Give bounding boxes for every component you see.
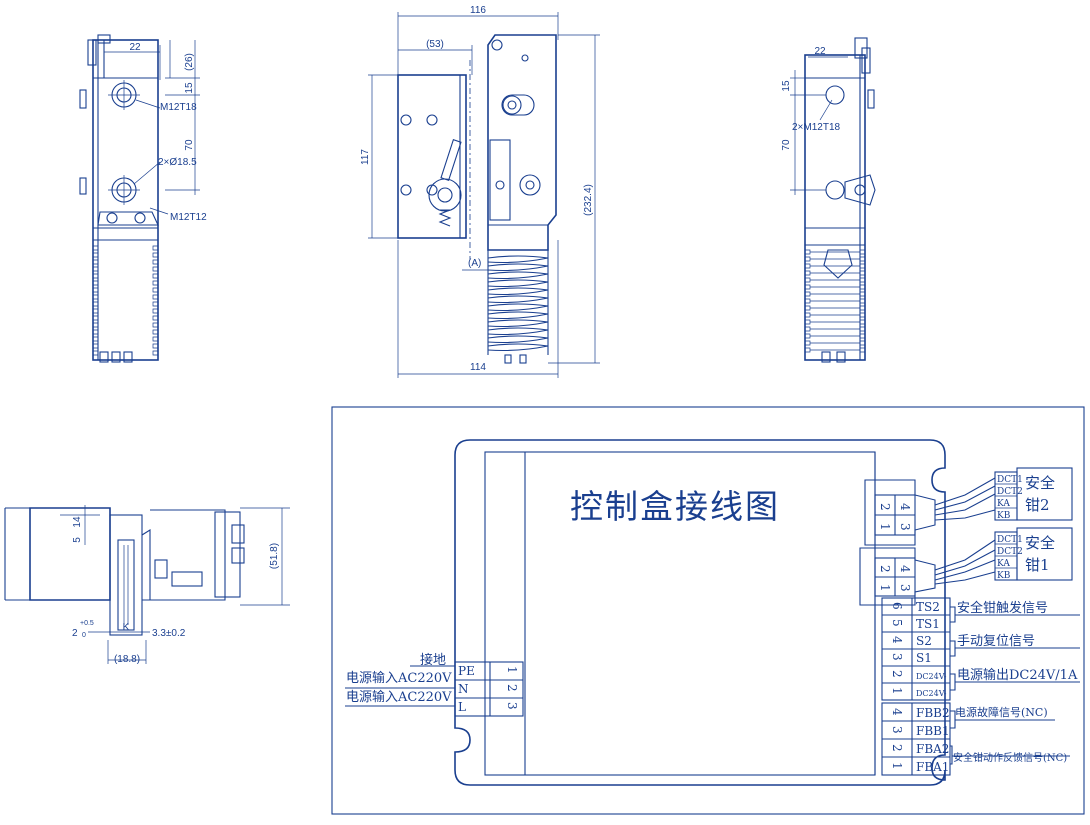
sg1-pin-dct2: DCT2 <box>997 547 1023 557</box>
bottom-dim-5: 5 <box>72 537 83 543</box>
wiring-frame <box>331 406 1085 815</box>
sg2-term-3: 3 <box>898 523 912 531</box>
front-hole-dia: 2×Ø18.5 <box>158 157 197 168</box>
bottom-dim-2: 2 <box>72 628 78 639</box>
sg1-term-1: 1 <box>878 584 892 592</box>
rear-thread: 2×M12T18 <box>792 122 841 133</box>
right-term-label-3: S1 <box>916 651 932 665</box>
safety-gear-1-connector: 2 1 4 3 DCT1 DCT2 KA KB 安全 钳1 <box>859 527 1073 606</box>
signal-action-feedback: 安全钳动作反馈信号(NC) <box>953 751 1067 764</box>
side-dim-114: 114 <box>470 362 486 373</box>
sg1-term-4: 4 <box>898 565 912 573</box>
right-term-label-5: DC24V- <box>916 689 947 698</box>
right-term-label-4: DC24V- <box>916 672 947 681</box>
front-dim-15: 15 <box>184 82 195 94</box>
sg1-pin-ka: KA <box>997 559 1010 569</box>
right-term-num-5: 5 <box>890 619 904 627</box>
left-terminal-block: PE N L 1 2 3 <box>454 661 524 717</box>
rear-dim-15: 15 <box>781 80 792 92</box>
sg2-label-line1: 安全 <box>1025 474 1055 492</box>
bottom-dim-51-8: (51.8) <box>269 543 280 569</box>
right-term-label-2: S2 <box>916 634 932 648</box>
sg1-pin-dct1: DCT1 <box>997 535 1023 545</box>
front-thread-m12t12: M12T12 <box>170 212 207 223</box>
fb-term-label-fbb1: FBB1 <box>916 724 950 738</box>
bottom-dim-14: 14 <box>72 516 83 528</box>
signal-power-output: 电源输出DC24V/1A <box>957 667 1078 683</box>
sg2-pin-ka: KA <box>997 499 1010 509</box>
right-term-num-2: 2 <box>890 670 904 678</box>
side-dim-53: (53) <box>426 39 444 50</box>
sg1-label-line1: 安全 <box>1025 534 1055 552</box>
sg1-label-line2: 钳1 <box>1025 556 1050 574</box>
signal-manual-reset: 手动复位信号 <box>957 634 1035 649</box>
fb-term-num-3: 3 <box>890 726 904 734</box>
label-ground: 接地 <box>420 652 446 668</box>
sg1-pin-kb: KB <box>997 571 1011 581</box>
sg2-pin-dct2: DCT2 <box>997 487 1023 497</box>
signal-power-fault: 电源故障信号(NC) <box>955 705 1048 719</box>
bottom-dim-k: K <box>123 622 130 633</box>
front-dim-26: (26) <box>184 53 195 71</box>
label-power-in-l: 电源输入AC220V <box>346 689 452 705</box>
sg1-term-2: 2 <box>878 565 892 573</box>
safety-gear-2-connector: 2 1 4 3 DCT1 DCT2 KA KB 安全 钳2 <box>864 467 1073 546</box>
fb-term-num-2: 2 <box>890 744 904 752</box>
left-term-num-3: 3 <box>505 702 519 710</box>
side-dim-116: 116 <box>470 5 486 16</box>
right-term-num-3: 3 <box>890 653 904 661</box>
front-dim-22: 22 <box>129 42 141 53</box>
sg2-term-2: 2 <box>878 503 892 511</box>
side-dim-a: (A) <box>468 258 481 269</box>
bottom-dim-18-8: (18.8) <box>114 654 140 665</box>
bottom-dim-2-lower: 0 <box>82 632 86 639</box>
wiring-title: 控制盒接线图 <box>570 487 780 526</box>
fb-term-label-fba2: FBA2 <box>916 742 949 756</box>
right-term-label-0: TS2 <box>916 600 940 614</box>
feedback-terminal-block: 4 FBB2 3 FBB1 2 FBA2 1 FBA1 <box>881 702 951 776</box>
right-term-label-1: TS1 <box>916 617 940 631</box>
label-power-in-n: 电源输入AC220V <box>346 670 452 686</box>
rear-view: 22 15 2×M12T18 70 <box>781 37 876 363</box>
right-term-num-1: 1 <box>890 687 904 695</box>
signal-trigger: 安全钳触发信号 <box>957 600 1048 616</box>
fb-term-label-fbb2: FBB2 <box>916 706 950 720</box>
fb-term-label-fba1: FBA1 <box>916 760 949 774</box>
bottom-view: 14 5 (51.8) 2 +0.5 0 K 3.3±0.2 (18.8) <box>4 505 290 665</box>
wiring-diagram: 控制盒接线图 2 1 4 3 DCT1 DCT2 KA KB 安全 钳2 <box>331 406 1085 815</box>
right-term-num-6: 6 <box>890 602 904 610</box>
right-term-num-4: 4 <box>890 636 904 644</box>
sg2-term-4: 4 <box>898 503 912 511</box>
sg2-pin-kb: KB <box>997 511 1011 521</box>
bottom-dim-2-upper: +0.5 <box>80 620 94 627</box>
sg2-pin-dct1: DCT1 <box>997 475 1023 485</box>
bottom-dim-3-3: 3.3±0.2 <box>152 628 186 639</box>
side-dim-232: (232.4) <box>583 184 594 216</box>
left-term-n: N <box>458 682 469 696</box>
fb-term-num-4: 4 <box>890 708 904 716</box>
side-view: 116 (53) 117 <box>360 5 600 378</box>
rear-dim-22: 22 <box>814 46 826 57</box>
rear-dim-70: 70 <box>781 139 792 151</box>
front-thread-m12t18: M12T18 <box>160 102 197 113</box>
sg2-label-line2: 钳2 <box>1025 496 1050 514</box>
fb-term-num-1: 1 <box>890 762 904 770</box>
left-term-num-1: 1 <box>505 666 519 674</box>
left-term-num-2: 2 <box>505 684 519 692</box>
left-term-pe: PE <box>458 664 475 678</box>
left-term-l: L <box>458 700 466 714</box>
front-dim-70: 70 <box>184 139 195 151</box>
front-view: 22 (26) 15 70 M12T18 2×Ø18.5 M12T12 <box>79 34 207 363</box>
sg1-term-3: 3 <box>898 584 912 592</box>
sg2-term-1: 1 <box>878 523 892 531</box>
side-dim-117: 117 <box>360 149 371 165</box>
